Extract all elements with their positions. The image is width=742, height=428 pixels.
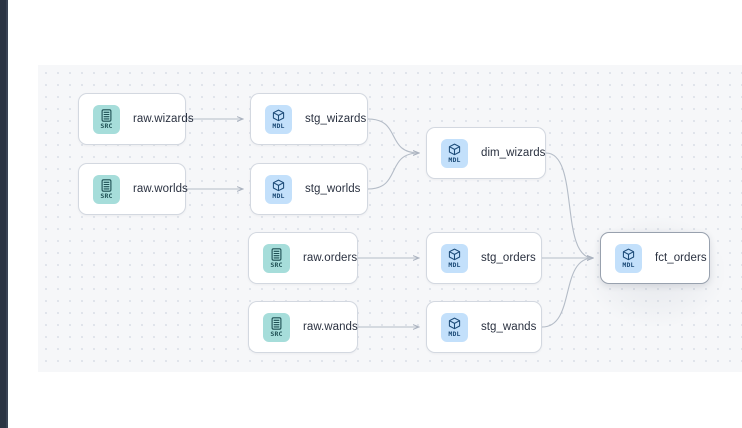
badge-kind-label: SRC bbox=[100, 192, 113, 200]
edge-stg_wizards-to-dim_wizards bbox=[367, 118, 419, 153]
node-label: raw.worlds bbox=[133, 183, 188, 195]
node-label: stg_wizards bbox=[305, 113, 367, 125]
cube-icon: MDL bbox=[441, 138, 468, 168]
database-icon: SRC bbox=[93, 104, 120, 134]
edge-stg_wands-to-fct_orders bbox=[541, 258, 593, 328]
node-raw_wizards[interactable]: SRC raw.wizards bbox=[78, 93, 194, 145]
badge-kind-label: SRC bbox=[270, 261, 283, 269]
node-label: dim_wizards bbox=[481, 147, 546, 159]
node-raw_orders[interactable]: SRC raw.orders bbox=[248, 232, 358, 284]
cube-icon: MDL bbox=[615, 243, 642, 273]
cube-icon: MDL bbox=[441, 243, 468, 273]
database-icon: SRC bbox=[263, 243, 290, 273]
badge-kind-label: MDL bbox=[622, 261, 635, 269]
edge-stg_worlds-to-dim_wizards bbox=[367, 153, 419, 190]
left-rail-sheen bbox=[6, 0, 8, 428]
node-fct_orders[interactable]: MDL fct_orders bbox=[600, 232, 710, 284]
node-label: stg_worlds bbox=[305, 183, 361, 195]
badge-kind-label: SRC bbox=[100, 122, 113, 130]
edge-dim_wizards-to-fct_orders bbox=[545, 152, 593, 258]
node-label: raw.wands bbox=[303, 321, 358, 333]
left-rail bbox=[0, 0, 8, 428]
badge-kind-label: MDL bbox=[448, 330, 461, 338]
cube-icon: MDL bbox=[265, 174, 292, 204]
node-label: stg_orders bbox=[481, 252, 536, 264]
cube-icon: MDL bbox=[441, 312, 468, 342]
database-icon: SRC bbox=[93, 174, 120, 204]
badge-kind-label: MDL bbox=[448, 156, 461, 164]
node-stg_wizards[interactable]: MDL stg_wizards bbox=[250, 93, 368, 145]
node-raw_wands[interactable]: SRC raw.wands bbox=[248, 301, 358, 353]
node-label: stg_wands bbox=[481, 321, 537, 333]
node-label: raw.wizards bbox=[133, 113, 194, 125]
badge-kind-label: MDL bbox=[448, 261, 461, 269]
node-raw_worlds[interactable]: SRC raw.worlds bbox=[78, 163, 188, 215]
database-icon: SRC bbox=[263, 312, 290, 342]
node-stg_worlds[interactable]: MDL stg_worlds bbox=[250, 163, 368, 215]
cube-icon: MDL bbox=[265, 104, 292, 134]
node-stg_wands[interactable]: MDL stg_wands bbox=[426, 301, 542, 353]
node-label: fct_orders bbox=[655, 252, 707, 264]
node-label: raw.orders bbox=[303, 252, 358, 264]
node-stg_orders[interactable]: MDL stg_orders bbox=[426, 232, 542, 284]
badge-kind-label: SRC bbox=[270, 330, 283, 338]
node-dim_wizards[interactable]: MDL dim_wizards bbox=[426, 127, 546, 179]
badge-kind-label: MDL bbox=[272, 122, 285, 130]
badge-kind-label: MDL bbox=[272, 192, 285, 200]
